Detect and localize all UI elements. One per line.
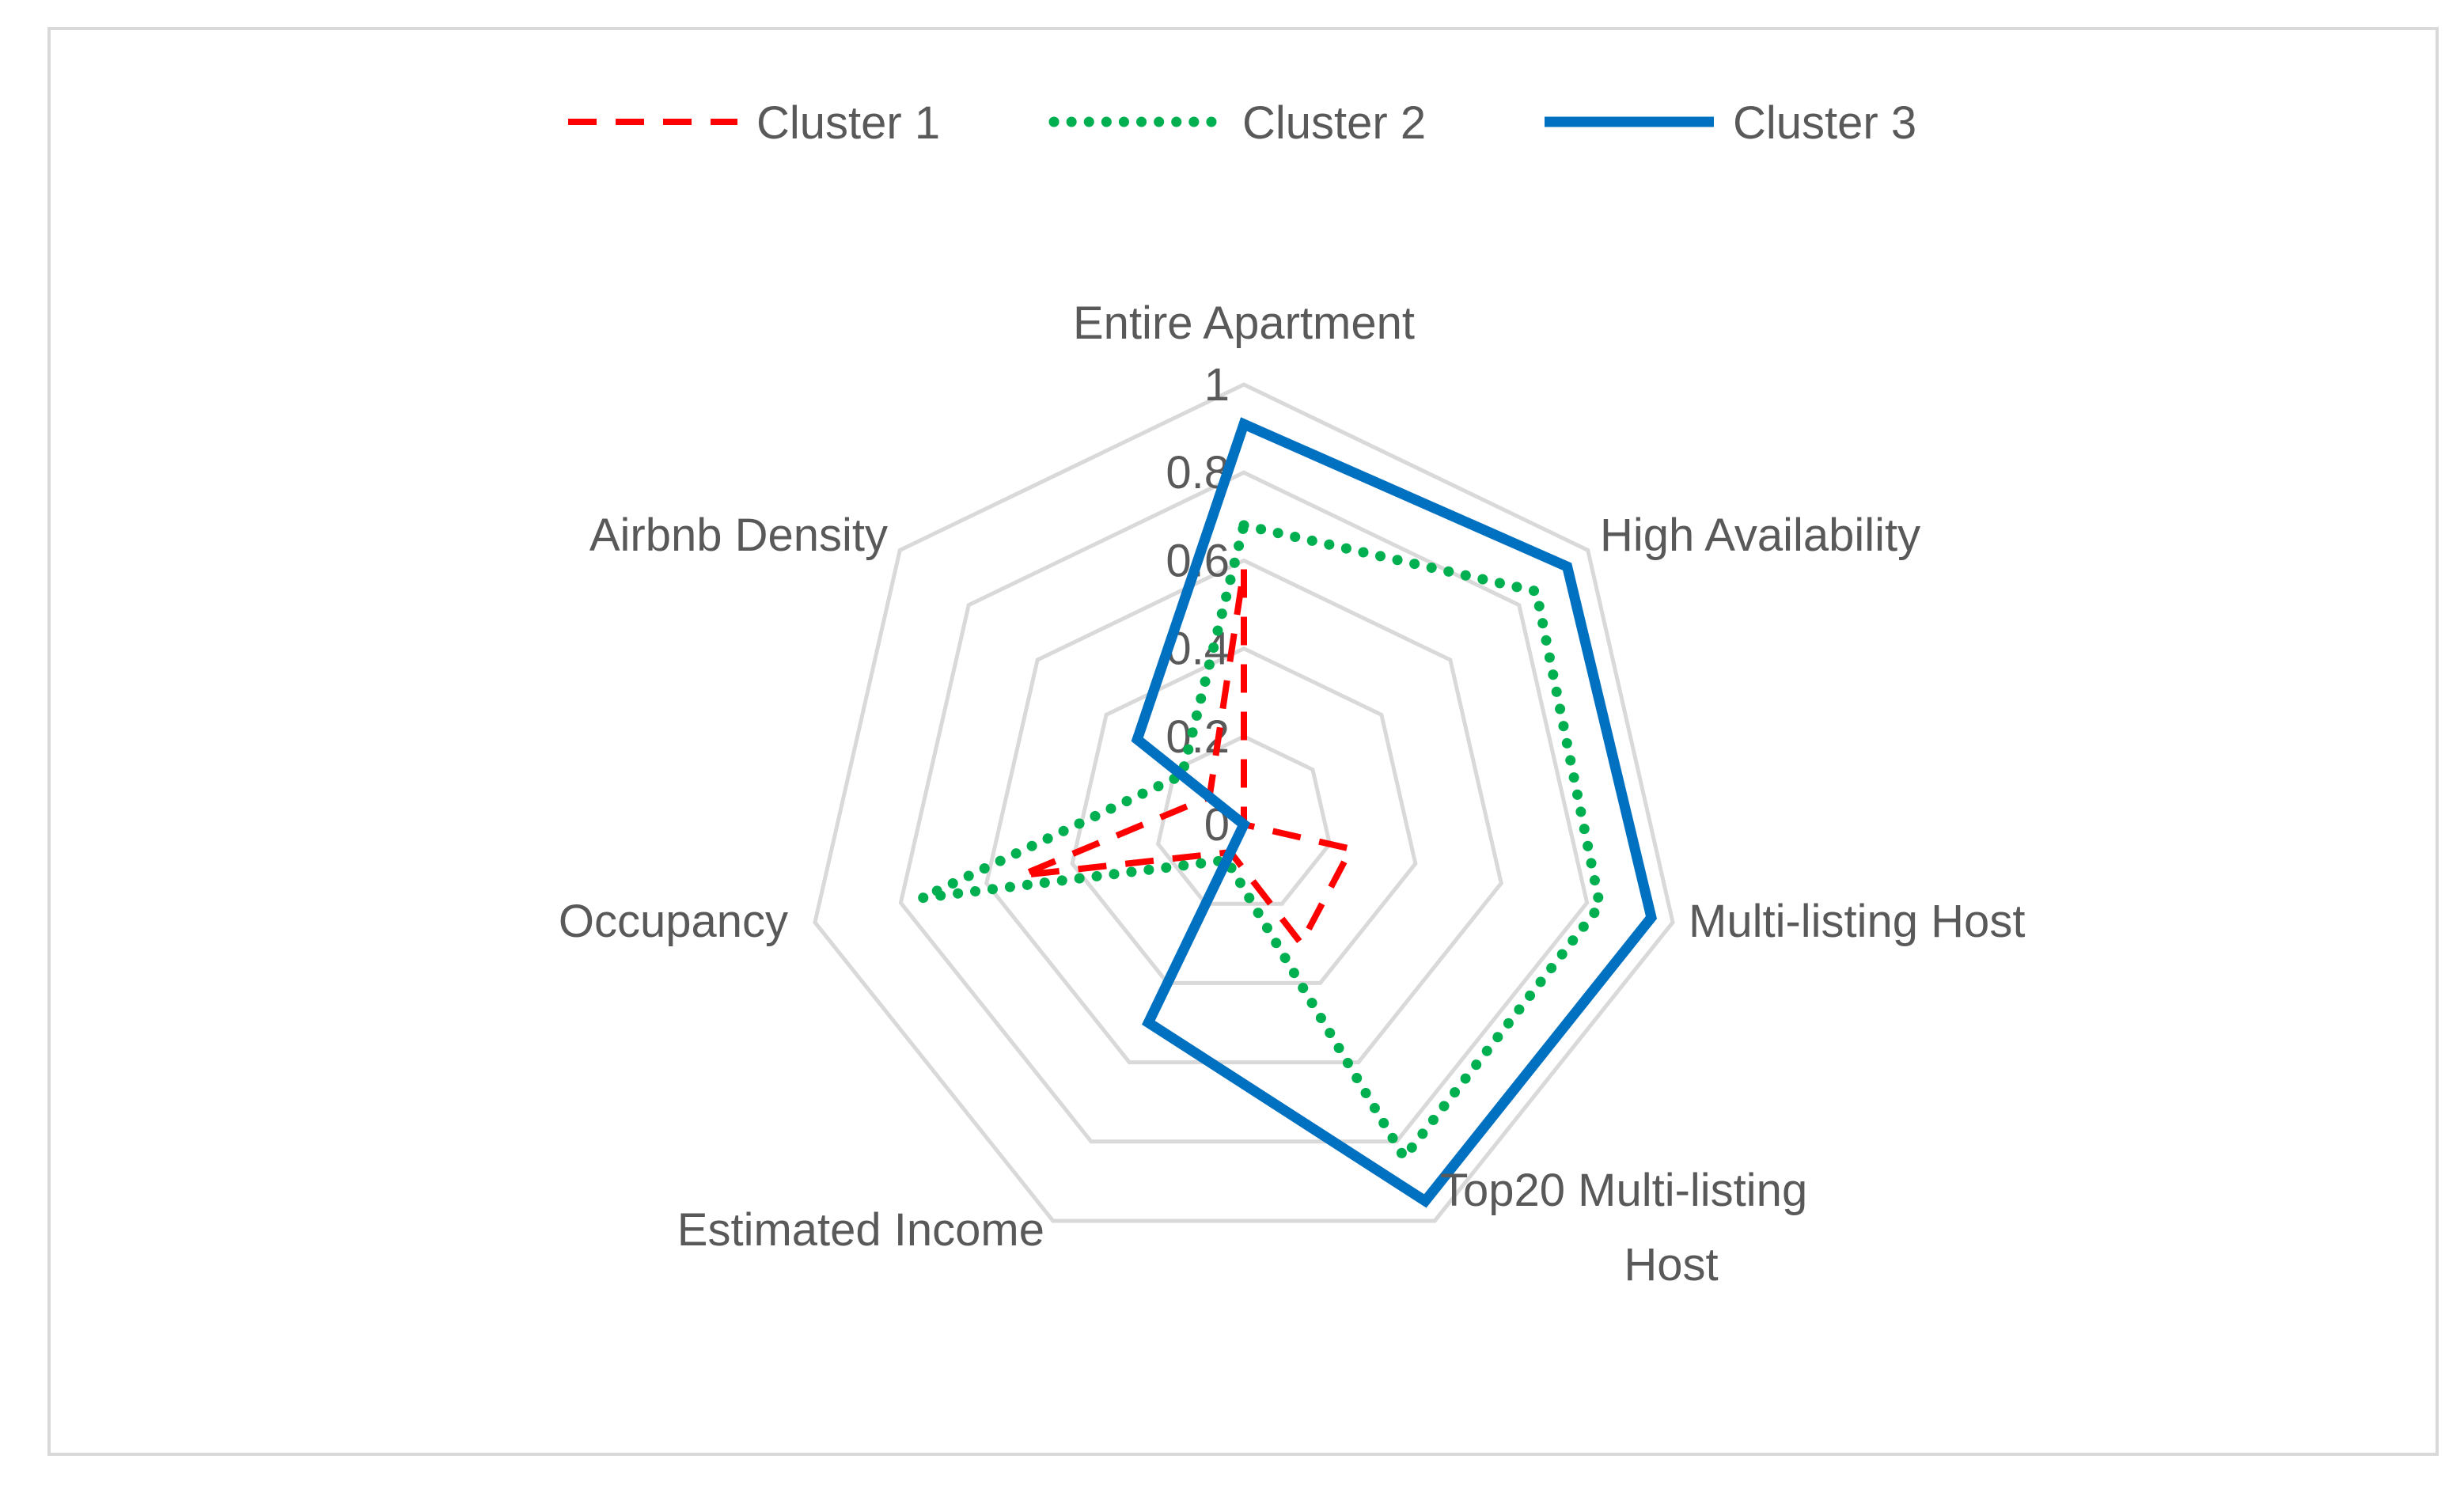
axis-label-1: Entire Apartment <box>1073 298 1415 349</box>
axis-label-6: Occupancy <box>559 896 788 947</box>
axis-label-4-line-2: Host <box>1624 1239 1718 1290</box>
radar-series <box>919 417 1658 1208</box>
axis-label-3: Multi-listing Host <box>1689 896 2025 947</box>
grid-ring-5 <box>813 382 1675 1223</box>
series-3-line <box>1131 417 1658 1208</box>
chart-frame <box>47 27 2439 1456</box>
grid-ring-2 <box>1070 646 1418 985</box>
radar-grid <box>813 382 1675 1223</box>
axis-label-5: Estimated Income <box>677 1204 1044 1256</box>
legend-label-2: Cluster 2 <box>1242 97 1426 149</box>
grid-ring-4 <box>898 470 1590 1144</box>
tick-label-5: 1 <box>1204 359 1230 411</box>
legend-label-3: Cluster 3 <box>1733 97 1916 149</box>
grid-ring-3 <box>984 558 1503 1065</box>
series-2-line <box>919 519 1605 1167</box>
chart-legend: Cluster 1 Cluster 2 Cluster 3 <box>568 97 1916 149</box>
axis-label-4-line-1: Top20 Multi-listing <box>1440 1165 1807 1216</box>
series-1-line <box>1019 568 1356 949</box>
legend-label-1: Cluster 1 <box>756 97 940 149</box>
axis-label-7: Airbnb Density <box>589 510 888 561</box>
axis-label-2: High Availability <box>1600 510 1920 561</box>
